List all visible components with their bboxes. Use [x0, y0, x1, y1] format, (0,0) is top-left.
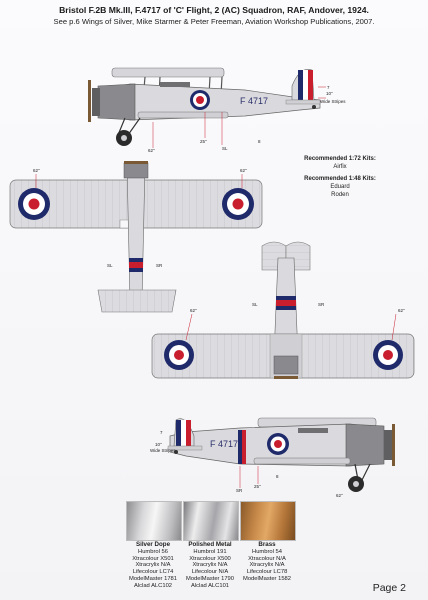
paint-ref: Alclad ALC102 — [133, 582, 173, 589]
annotation-7: 7 — [327, 85, 330, 90]
kits-172-item: Airfix — [333, 164, 347, 170]
side-view-right: F 4717 7 10" Wide Stripes SR 25" 8 62" — [150, 417, 395, 498]
side-view-left: F 4717 7 10" Wide Stripes 62" 25" SL 8 — [88, 67, 346, 153]
kits-148-item-eduard: Eduard — [330, 184, 350, 190]
page-subtitle: See p.6 Wings of Silver, Mike Starmer & … — [53, 17, 375, 26]
paint-ref: Xtracrylix N/A — [135, 562, 171, 569]
annotation-wide-stripes: Wide Stripes — [320, 99, 346, 104]
side-sr: SR — [236, 488, 243, 493]
swatch-polished-metal — [183, 501, 239, 541]
top-62-right: 62" — [240, 168, 247, 173]
side-8: 8 — [276, 474, 279, 479]
paint-ref: Lifecolour LC78 — [246, 569, 288, 576]
paint-name: Polished Metal — [188, 541, 232, 548]
bottom-sl: SL — [252, 302, 258, 307]
paint-ref: Lifecolour LC74 — [132, 569, 174, 576]
serial-side-left: F 4717 — [240, 96, 268, 106]
bottom-view: 62" 62" SL SR — [151, 241, 415, 379]
tail-10-in: 10" — [155, 442, 162, 447]
paint-ref: Xtracolour N/A — [248, 555, 286, 562]
top-sr: SR — [156, 263, 163, 268]
kits-148-item-roden: Roden — [331, 192, 349, 198]
paint-ref: Humbrol 191 — [193, 548, 227, 555]
paint-polished-metal: Polished Metal Humbrol 191 Xtracolour X5… — [178, 541, 242, 590]
top-view: 62" 62" SL SR — [9, 161, 263, 313]
paint-name: Brass — [258, 541, 276, 548]
annotation-8: 8 — [258, 139, 261, 144]
top-sl: SL — [107, 263, 113, 268]
kits-172-heading: Recommended 1:72 Kits: — [304, 156, 376, 162]
paint-ref: Xtracrylix N/A — [192, 562, 228, 569]
paint-ref: Xtracolour X500 — [189, 555, 231, 562]
paint-silver-dope: Silver Dope Humbrol 56 Xtracolour X501 X… — [121, 541, 185, 590]
bottom-62-left: 62" — [190, 308, 197, 313]
tail-wide-stripes: Wide Stripes — [150, 448, 176, 453]
paint-ref: Xtracolour X501 — [132, 555, 174, 562]
annotation-10-in: 10" — [326, 91, 333, 96]
paint-brass: Brass Humbrol 54 Xtracolour N/A Xtracryl… — [235, 541, 299, 583]
page-title: Bristol F.2B Mk.III, F.4717 of 'C' Fligh… — [59, 5, 369, 15]
top-62-left: 62" — [33, 168, 40, 173]
annotation-25-in: 25" — [200, 139, 207, 144]
paint-ref: Alclad ALC101 — [190, 582, 230, 589]
paint-ref: ModelMaster 1582 — [242, 575, 291, 582]
annotation-sl: SL — [222, 146, 228, 151]
side-62-in: 62" — [336, 493, 343, 498]
recommended-kits: Recommended 1:72 Kits: Airfix Recommende… — [292, 155, 388, 199]
swatch-brass — [240, 501, 296, 541]
bottom-sr: SR — [318, 302, 325, 307]
paint-ref: Xtracrylix N/A — [249, 562, 285, 569]
kits-148-heading: Recommended 1:48 Kits: — [304, 176, 376, 182]
annotation-62-in: 62" — [148, 148, 155, 153]
paint-ref: Lifecolour N/A — [191, 569, 229, 576]
paint-ref: Humbrol 56 — [138, 548, 168, 555]
swatch-silver-dope — [126, 501, 182, 541]
side-25-in: 25" — [254, 484, 261, 489]
paint-name: Silver Dope — [135, 541, 171, 548]
bottom-62-right: 62" — [398, 308, 405, 313]
paint-ref: ModelMaster 1790 — [185, 575, 234, 582]
serial-side-right: F 4717 — [210, 439, 238, 449]
paint-ref: Humbrol 54 — [252, 548, 282, 555]
tail-7: 7 — [160, 430, 163, 435]
paint-ref: ModelMaster 1781 — [128, 575, 177, 582]
page-number: Page 2 — [372, 582, 406, 594]
